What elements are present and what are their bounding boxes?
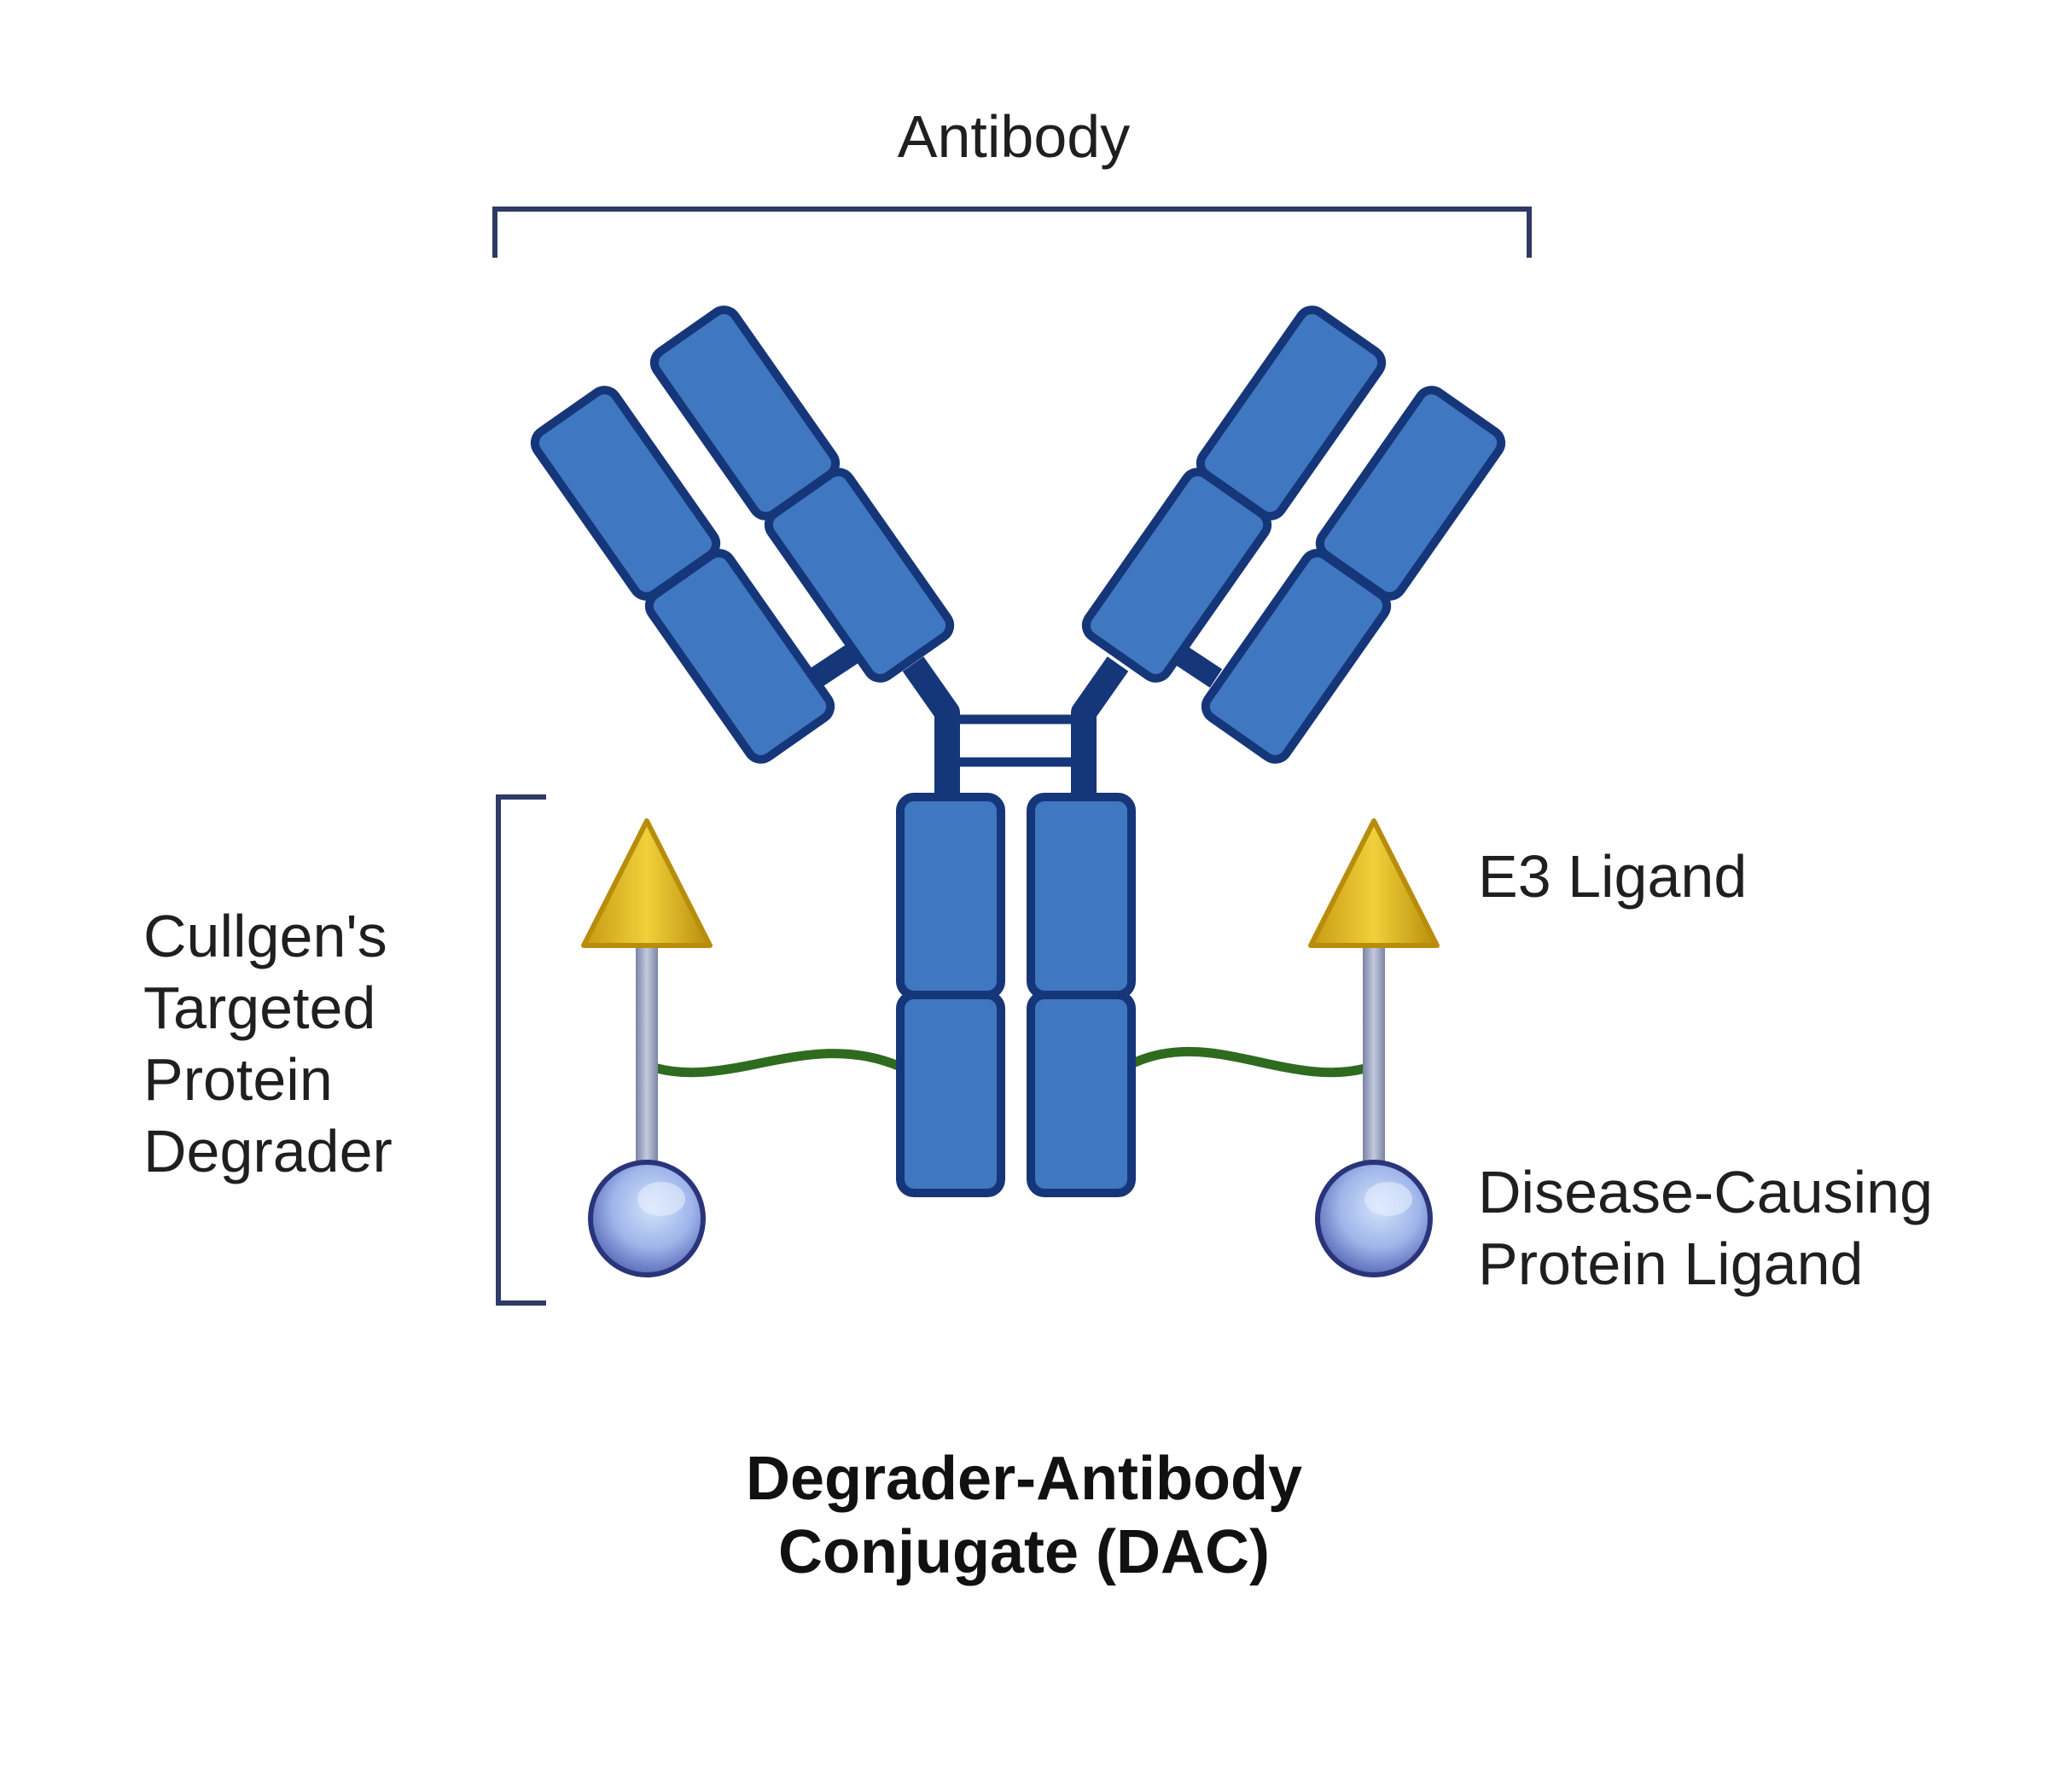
fab-domain (764, 468, 955, 683)
title-line: Conjugate (DAC) (778, 1518, 1270, 1586)
fc-domain (1027, 991, 1136, 1197)
linkers (652, 1046, 1370, 1078)
e3-ligand-label: E3 Ligand (1478, 843, 1748, 910)
e3-ligand-triangle-icon (1308, 818, 1440, 948)
degrader-label-line: Protein (143, 1046, 333, 1113)
antibody-label: Antibody (897, 103, 1131, 170)
left-degrader (581, 818, 713, 1277)
fab-domain (1201, 549, 1392, 764)
diagram-title: Degrader-Antibody Conjugate (DAC) (0, 1442, 2048, 1589)
disease-ligand-label-line: Protein Ligand (1478, 1231, 1864, 1297)
antibody-bracket (492, 207, 1532, 258)
degrader-stem (636, 939, 658, 1169)
antibody-hinge (902, 656, 1129, 794)
e3-ligand-triangle-icon (581, 818, 713, 948)
right-degrader (1308, 818, 1440, 1277)
right-fab-arm (1081, 305, 1506, 764)
disease-ligand-label-line: Disease-Causing (1478, 1159, 1934, 1225)
degrader-label-line: Cullgen's (143, 903, 387, 969)
degrader-label-line: Targeted (143, 975, 376, 1041)
fab-domain (1081, 468, 1272, 683)
fc-domain (896, 793, 1005, 999)
left-fab-arm (530, 305, 955, 764)
fc-domain (896, 991, 1005, 1197)
title-line: Degrader-Antibody (745, 1445, 1303, 1513)
degrader-label: Cullgen's Targeted Protein Degrader (143, 900, 393, 1187)
degrader-stem (1363, 939, 1385, 1169)
fc-domain (1027, 793, 1136, 999)
protein-ligand-sphere-icon (1315, 1160, 1433, 1277)
fc-region (896, 793, 1136, 1197)
disease-ligand-label: Disease-Causing Protein Ligand (1478, 1156, 1933, 1300)
fab-domain (644, 549, 835, 764)
degrader-bracket (496, 794, 546, 1306)
degrader-label-line: Degrader (143, 1118, 393, 1184)
disulfide-bridges (947, 714, 1084, 767)
protein-ligand-sphere-icon (588, 1160, 706, 1277)
